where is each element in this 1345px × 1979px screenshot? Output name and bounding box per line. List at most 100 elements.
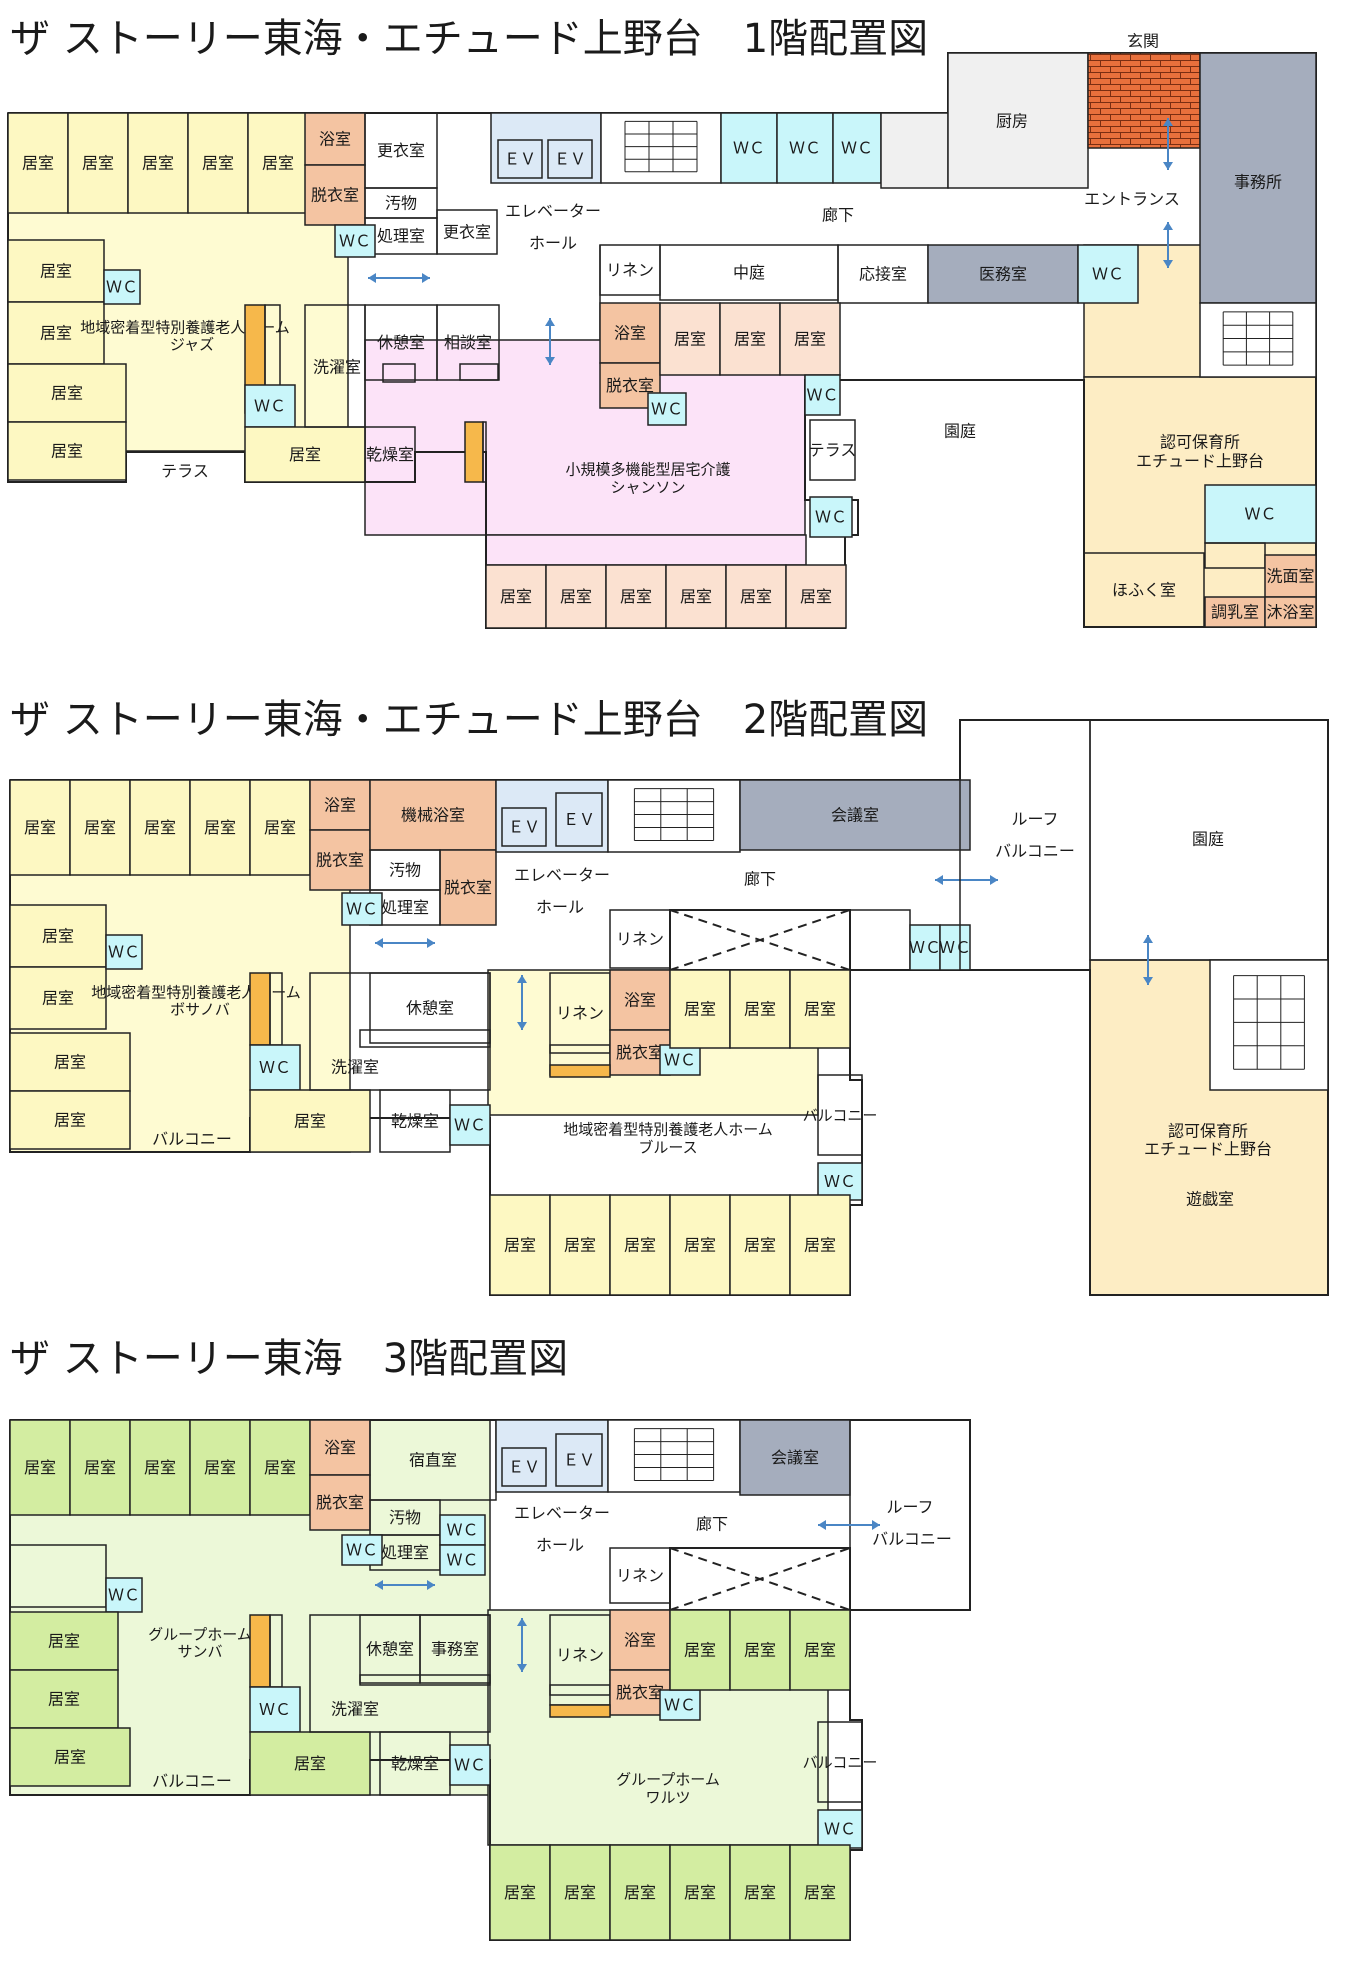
dressing-room-label: 脱衣室 [444, 878, 492, 897]
resident-room [9, 779, 71, 876]
resident-room [545, 564, 607, 629]
wc-room [439, 1544, 486, 1576]
resident-room-label: 居室 [54, 1748, 86, 1767]
consult-room-label: 相談室 [444, 333, 492, 352]
dirty-room-label: 汚物 [389, 861, 421, 880]
balcony-room-label: バルコニー [803, 1754, 878, 1772]
partition [382, 363, 416, 383]
wc-room-label: ＷＣ [939, 938, 971, 957]
arrow-head [1163, 260, 1173, 268]
roof-balcony [849, 1419, 971, 1611]
resident-room-label: 居室 [48, 1690, 80, 1709]
wc-room-label: ＷＣ [454, 1756, 486, 1775]
office-room-label: 事務室 [431, 1640, 479, 1659]
resident-room [785, 564, 847, 629]
resident-room-label: 居室 [684, 1236, 716, 1255]
arrow-head [1163, 118, 1173, 126]
linen-room-label: リネン [556, 1646, 604, 1665]
elevator-shaft [495, 779, 609, 853]
elevator-hall-label: エレベーター [514, 1504, 610, 1523]
resident-room [719, 302, 781, 376]
resident-room-label: 居室 [504, 1883, 536, 1902]
resident-room [609, 1194, 671, 1296]
resident-room [129, 779, 191, 876]
corridor-label: 廊下 [822, 206, 854, 225]
stairs-frame [607, 1419, 741, 1493]
resident-room [9, 904, 107, 968]
resident-room [249, 1419, 311, 1516]
night-duty-room-label: 宿直室 [409, 1451, 457, 1470]
resident-room-label: 居室 [620, 587, 652, 606]
wc-room [105, 934, 143, 970]
floor-1-plan: ザ ストーリー東海・エチュード上野台 1階配置図居室居室居室居室居室浴室脱衣室更… [7, 16, 1317, 629]
resident-room [609, 1844, 671, 1941]
arrow-head [1143, 977, 1153, 985]
wc-room-label: ＷＣ [259, 1700, 291, 1719]
unit-name-label: シャンソン [610, 479, 685, 497]
arrow-head [517, 1618, 527, 1626]
roof-label: バルコニー [872, 1530, 952, 1549]
resident-room [129, 1419, 191, 1516]
nursery-label: エチュード上野台 [1136, 452, 1264, 471]
terrace-room-label: テラス [809, 441, 857, 460]
roof-label: ルーフ [886, 1498, 933, 1517]
wc-room-label: ＷＣ [909, 938, 941, 957]
wc-room [659, 1689, 701, 1721]
stairs [600, 112, 722, 184]
wc-room [103, 269, 141, 305]
bath-room-label: 浴室 [624, 1631, 656, 1650]
machine-bath-room-label: 機械浴室 [401, 806, 465, 825]
bath-room-label: 浴室 [614, 324, 646, 343]
wc-room-label: ＷＣ [346, 900, 378, 919]
dry-room-label: 乾燥室 [366, 445, 414, 464]
resident-room [9, 1611, 119, 1671]
bath-room [599, 302, 661, 364]
resident-room [669, 1194, 731, 1296]
machine-bath-room [369, 779, 497, 851]
resident-room-label: 居室 [804, 1883, 836, 1902]
elevator-car-label: ＥＶ [563, 1451, 595, 1470]
resident-room-label: 居室 [744, 1641, 776, 1660]
wash-room-label: 洗面室 [1266, 567, 1314, 586]
entrance-label: 玄関 [1127, 32, 1159, 51]
wc-room-label: ＷＣ [664, 1051, 696, 1070]
laundry-label: 洗濯室 [313, 358, 361, 377]
wc-room-label: ＷＣ [346, 1541, 378, 1560]
elevator-car-label: ＥＶ [554, 150, 586, 169]
resident-room-label: 居室 [264, 1458, 296, 1477]
void-cross-line [669, 1547, 851, 1611]
elevator-car-label: ＥＶ [504, 150, 536, 169]
nap-room [1083, 552, 1205, 628]
wc-room [809, 496, 853, 538]
elevator-shaft [495, 1419, 609, 1493]
unit-name-label: 地域密着型特別養護老人ホーム [91, 984, 301, 1002]
partition [459, 363, 499, 381]
resident-room-label: 居室 [40, 262, 72, 281]
balcony-label: バルコニー [152, 1772, 232, 1791]
arrow-head [818, 1520, 826, 1530]
resident-room-label: 居室 [144, 818, 176, 837]
arrow-head [368, 273, 376, 283]
wc-room [244, 384, 296, 428]
arrow-head [545, 318, 555, 326]
processing-room-label: 処理室 [381, 898, 429, 917]
arrow-head [517, 1664, 527, 1672]
roof-label: バルコニー [995, 842, 1075, 861]
elevator-car-label: ＥＶ [563, 810, 595, 829]
nursery-label: 認可保育所 [1160, 433, 1240, 452]
dressing-room-label: 脱衣室 [311, 186, 359, 205]
resident-room [729, 1194, 791, 1296]
resident-room [9, 1669, 119, 1729]
resident-room-label: 居室 [800, 587, 832, 606]
resident-room [9, 1727, 131, 1787]
resident-room [729, 1609, 791, 1691]
elevator-hall-label: ホール [529, 234, 577, 253]
balcony-room [817, 1721, 863, 1803]
wc-room [659, 1044, 701, 1076]
locker-room-label: 更衣室 [377, 141, 425, 160]
dressing-room [309, 1474, 371, 1531]
wc-room-label: ＷＣ [446, 1551, 478, 1570]
corridor-end [849, 909, 911, 971]
unit-name-label: ジャズ [170, 336, 214, 354]
elevator-car [555, 1433, 603, 1487]
